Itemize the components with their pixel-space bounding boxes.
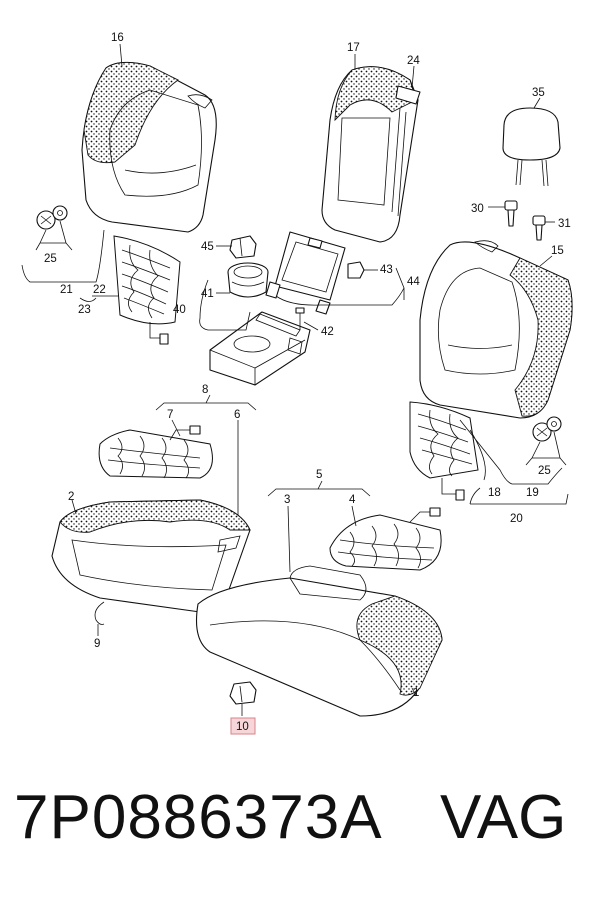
part-number-text: 7P0886373A xyxy=(14,783,383,852)
backrest-center-part[interactable] xyxy=(321,66,421,243)
callout-41[interactable]: 41 xyxy=(201,288,214,300)
callout-44[interactable]: 44 xyxy=(407,276,420,288)
callout-18[interactable]: 18 xyxy=(488,487,501,499)
callout-25-left[interactable]: 25 xyxy=(44,253,57,265)
brand-text: VAG xyxy=(440,783,567,852)
fastener-set-left-part[interactable] xyxy=(36,205,68,230)
fastener-set-right-part[interactable] xyxy=(532,416,562,442)
callout-43[interactable]: 43 xyxy=(380,264,393,276)
headrest-guide-31-part[interactable] xyxy=(532,215,546,241)
clip-45-part[interactable] xyxy=(229,235,257,259)
callout-5[interactable]: 5 xyxy=(316,469,322,481)
cup-holder-insert-part[interactable] xyxy=(227,262,269,298)
callout-15[interactable]: 15 xyxy=(551,245,564,257)
callout-8[interactable]: 8 xyxy=(202,384,208,396)
callout-2[interactable]: 2 xyxy=(68,491,74,503)
backrest-right-part[interactable] xyxy=(419,240,573,419)
callout-16[interactable]: 16 xyxy=(111,32,124,44)
armrest-housing-part[interactable] xyxy=(209,311,311,386)
clip-43-part[interactable] xyxy=(347,261,365,279)
heating-mat-left-seat-part[interactable] xyxy=(98,425,213,479)
callout-45[interactable]: 45 xyxy=(201,241,214,253)
callout-42[interactable]: 42 xyxy=(321,326,334,338)
heating-mat-right-seat-part[interactable] xyxy=(329,507,442,571)
callout-17[interactable]: 17 xyxy=(347,42,360,54)
callout-19[interactable]: 19 xyxy=(526,487,539,499)
seat-exploded-diagram: 16 17 24 35 30 31 15 45 43 44 25 21 22 2… xyxy=(21,32,573,735)
clip-9-part[interactable] xyxy=(94,601,105,625)
callout-21[interactable]: 21 xyxy=(60,284,73,296)
callout-35[interactable]: 35 xyxy=(532,87,545,99)
callout-4[interactable]: 4 xyxy=(349,494,356,506)
callout-3[interactable]: 3 xyxy=(284,494,290,506)
callout-25-right[interactable]: 25 xyxy=(538,465,551,477)
callout-1[interactable]: 1 xyxy=(413,687,419,699)
callout-9[interactable]: 9 xyxy=(94,638,100,650)
highlight-box-10 xyxy=(230,717,256,735)
callout-40[interactable]: 40 xyxy=(173,304,186,316)
headrest-guide-30-part[interactable] xyxy=(504,200,518,227)
callout-6[interactable]: 6 xyxy=(234,409,240,421)
screw-42-part[interactable] xyxy=(295,307,305,330)
callout-30[interactable]: 30 xyxy=(471,203,484,215)
callout-22[interactable]: 22 xyxy=(93,284,106,296)
callout-31[interactable]: 31 xyxy=(558,218,571,230)
clip-10-part[interactable] xyxy=(229,681,257,705)
heating-mat-right-back-part[interactable] xyxy=(409,401,479,501)
callout-7[interactable]: 7 xyxy=(167,409,173,421)
headrest-part[interactable] xyxy=(502,107,561,187)
callout-20[interactable]: 20 xyxy=(510,513,523,525)
callout-24[interactable]: 24 xyxy=(407,55,420,67)
armrest-frame-part[interactable] xyxy=(265,231,346,315)
heating-mat-left-back-part[interactable] xyxy=(113,235,181,345)
callout-23[interactable]: 23 xyxy=(78,304,91,316)
seat-cushion-right-part[interactable] xyxy=(195,565,443,717)
seat-cushion-left-part[interactable] xyxy=(51,499,251,613)
callout-10[interactable]: 10 xyxy=(236,721,249,733)
backrest-left-part[interactable] xyxy=(81,61,217,233)
